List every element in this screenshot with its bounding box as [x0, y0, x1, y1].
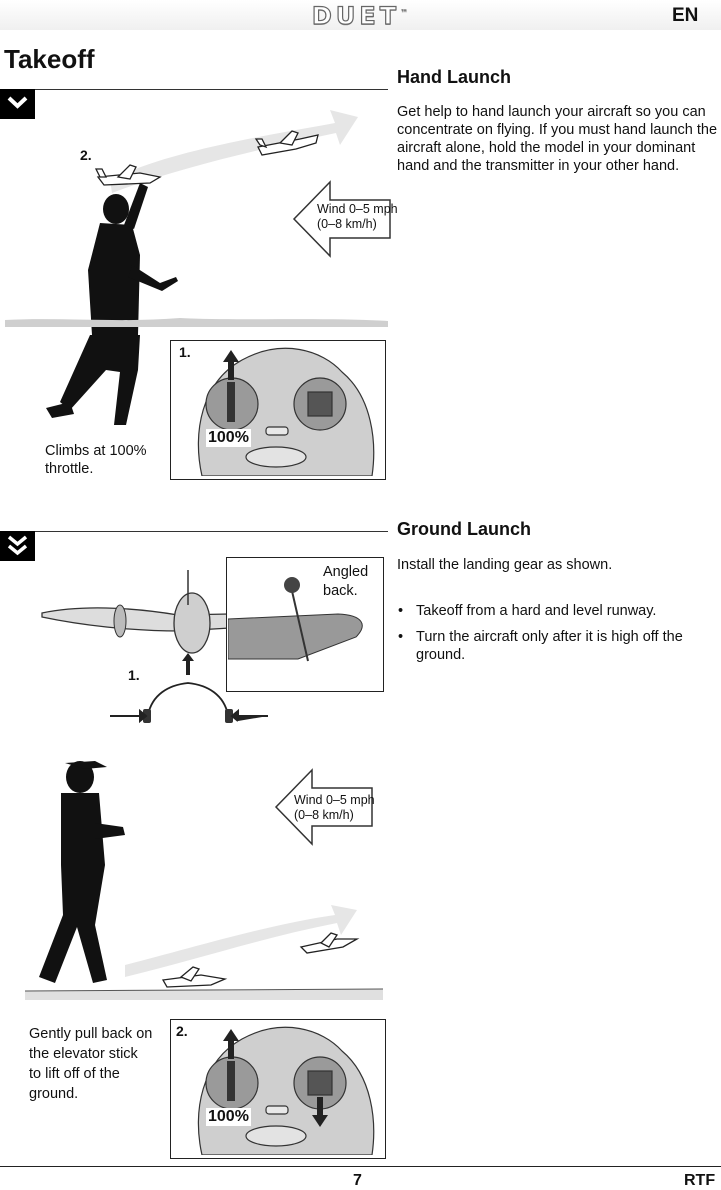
wind-arrow-icon: [274, 768, 373, 846]
hand-launch-illustration: [5, 110, 388, 335]
hand-launch-body: Get help to hand launch your aircraft so…: [397, 104, 718, 174]
edition-label: RTF: [684, 1172, 716, 1189]
wind-arrow-icon: [292, 180, 391, 258]
hand-throttle-label: 100%: [206, 429, 251, 447]
header-band: [0, 0, 721, 30]
hand-wind-line1: Wind 0–5 mph: [317, 202, 398, 216]
section-rule-hand-launch: [0, 89, 388, 90]
ground-takeoff-illustration: [25, 761, 384, 1000]
hand-launch-heading: Hand Launch: [397, 67, 512, 87]
list-item: •Turn the aircraft only after it is high…: [398, 629, 683, 663]
double-chevron-icon: [0, 531, 35, 561]
page-number: 7: [353, 1172, 362, 1189]
language-label: EN: [672, 5, 699, 26]
transmitter-icon: [197, 1026, 375, 1155]
ground-launch-bullets: •Takeoff from a hard and level runway. •…: [398, 602, 716, 672]
person-legs-illustration: [46, 335, 140, 425]
angled-back-line2: back.: [323, 583, 358, 599]
ground-wind-line2: (0–8 km/h): [294, 808, 354, 822]
ground-step-2-label: 2.: [176, 1023, 188, 1039]
angled-back-line1: Angled: [323, 564, 369, 580]
ground-launch-intro: Install the landing gear as shown.: [397, 557, 613, 573]
duet-logo: DUET™: [311, 1, 409, 30]
section-rule-ground-launch: [0, 531, 388, 532]
ground-caption-line3: to lift off of the: [29, 1066, 120, 1082]
ground-throttle-label: 100%: [206, 1108, 251, 1126]
hand-wind-line2: (0–8 km/h): [317, 217, 377, 231]
hand-caption-line1: Climbs at 100%: [45, 443, 147, 459]
ground-caption-line4: ground.: [29, 1086, 79, 1102]
hand-caption-line2: throttle.: [45, 461, 94, 477]
hand-step-2-label: 2.: [80, 147, 92, 163]
ground-wind-line1: Wind 0–5 mph: [294, 793, 375, 807]
ground-step-1-label: 1.: [128, 667, 140, 683]
angled-gear-detail-icon: [228, 577, 363, 662]
ground-caption-line2: the elevator stick: [29, 1046, 138, 1062]
page-title: Takeoff: [4, 44, 95, 74]
ground-caption-line1: Gently pull back on: [29, 1026, 153, 1042]
ground-launch-heading: Ground Launch: [397, 519, 531, 539]
list-item: •Takeoff from a hard and level runway.: [398, 603, 657, 619]
hand-step-1-label: 1.: [179, 344, 191, 360]
single-chevron-icon: [0, 89, 35, 119]
footer-rule: [0, 1166, 721, 1167]
transmitter-icon: [197, 347, 375, 476]
